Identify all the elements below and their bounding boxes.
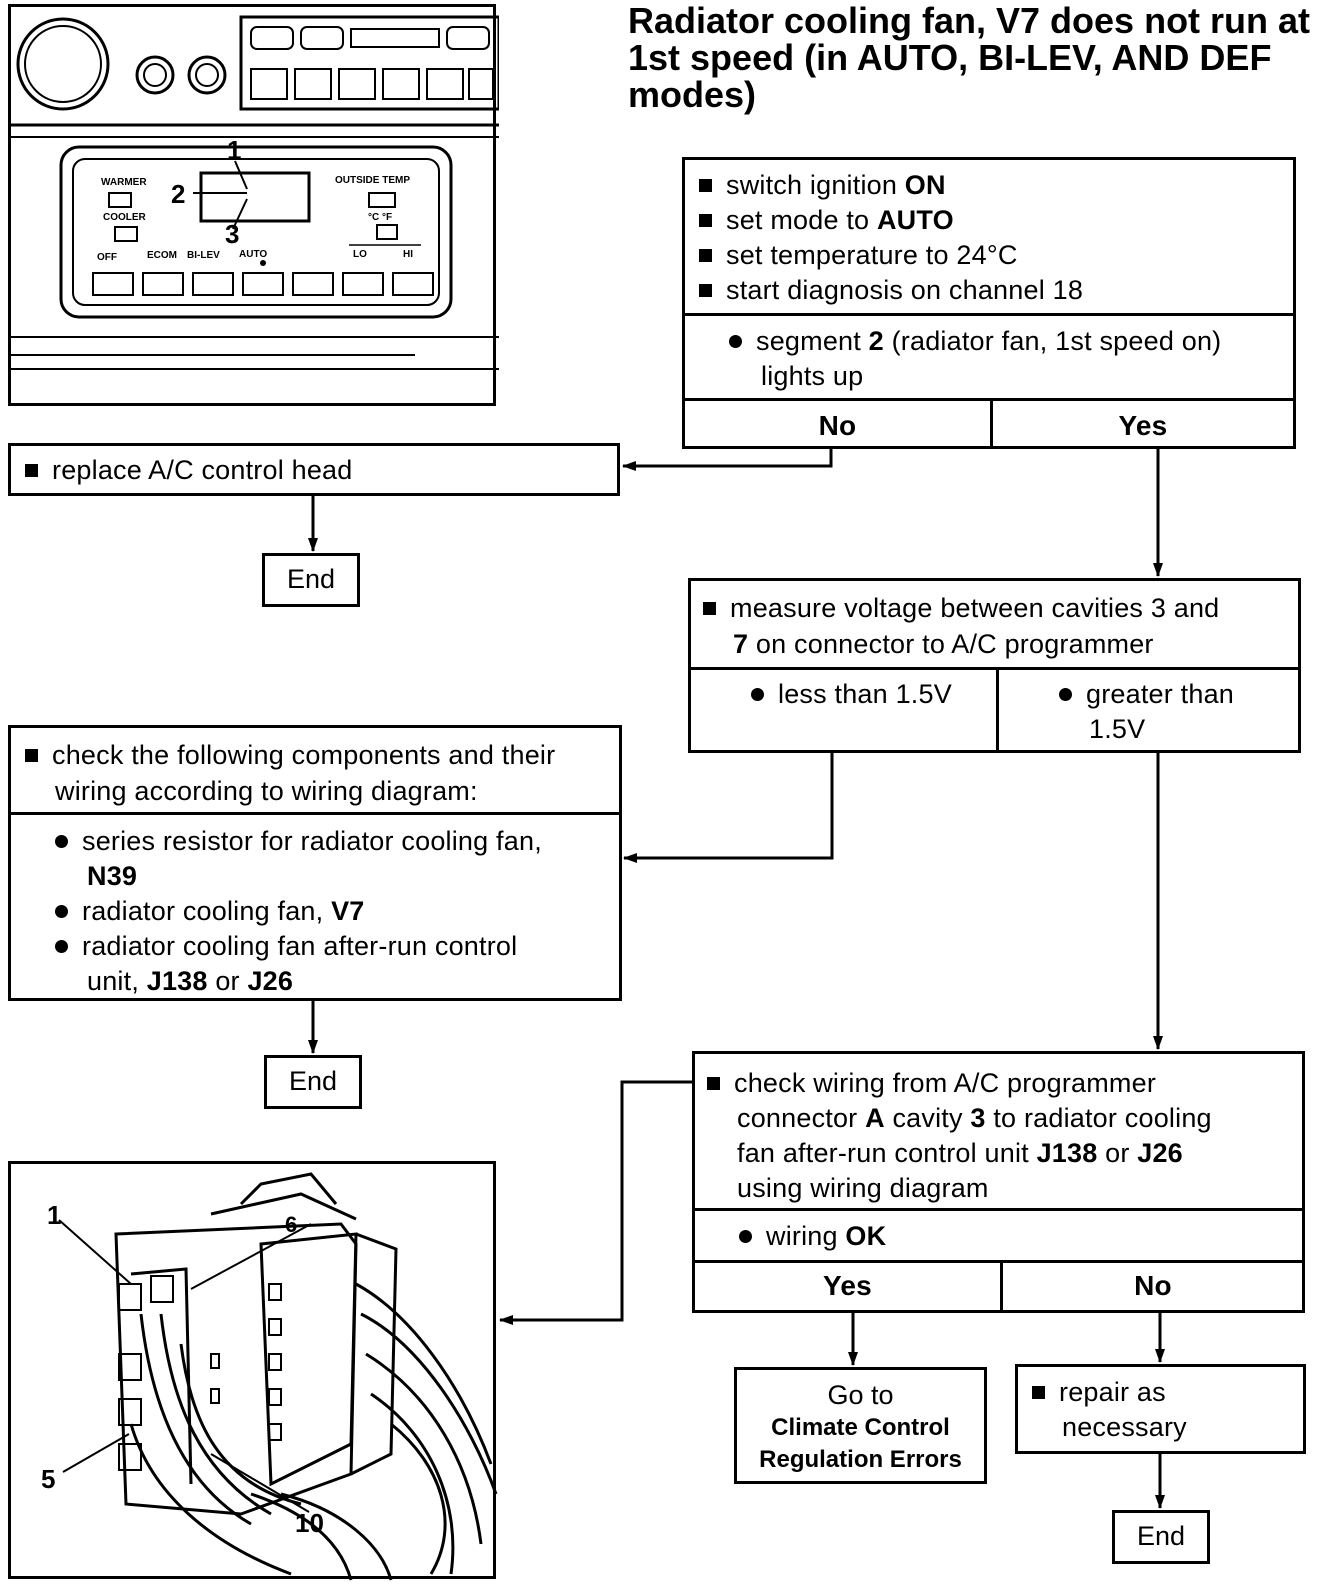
goto-box: Go to Climate Control Regulation Errors [734, 1367, 987, 1484]
label-off: OFF [97, 252, 117, 263]
connector-callout-5: 5 [41, 1464, 56, 1494]
step1-yes: Yes [1118, 410, 1168, 441]
connector-figure: 1 6 5 10 [8, 1161, 498, 1581]
end-box-3: End [1112, 1510, 1210, 1564]
connector-callout-1: 1 [47, 1200, 62, 1230]
round-bullet-icon [729, 335, 742, 348]
round-bullet-icon [1059, 688, 1072, 701]
callout-2: 2 [171, 179, 186, 209]
step1-condition-cont: lights up [761, 361, 864, 391]
replace-text: replace A/C control head [52, 455, 353, 485]
control-head-figure: 1 2 3 WARMER COOLER OUTSIDE TEMP °C °F O… [8, 4, 499, 406]
connector-callout-10: 10 [295, 1508, 324, 1538]
label-outside-temp: OUTSIDE TEMP [335, 175, 411, 186]
connector-callout-6: 6 [285, 1212, 298, 1237]
label-lo: LO [353, 249, 367, 260]
callout-3: 3 [225, 219, 240, 249]
square-bullet-icon [707, 1077, 720, 1090]
round-bullet-icon [55, 835, 68, 848]
label-econ: ECOM [147, 250, 177, 261]
step2-line1: measure voltage between cavities 3 and [730, 593, 1220, 623]
step2-line2: on connector to A/C programmer [748, 629, 1154, 659]
square-bullet-icon [25, 749, 38, 762]
control-head-drawing [11, 15, 499, 370]
replace-box: replace A/C control head [8, 443, 620, 496]
goto-line3: Regulation Errors [759, 1446, 962, 1473]
step2-greater-value: 1.5V [1089, 714, 1146, 744]
step3-yes: Yes [823, 1270, 872, 1301]
end-box-1: End [262, 553, 360, 607]
end-box-2: End [264, 1055, 362, 1109]
step3-no: No [1134, 1270, 1172, 1301]
step2-box: measure voltage between cavities 3 and 7… [688, 578, 1301, 753]
step3-box: check wiring from A/C programmer connect… [692, 1051, 1305, 1313]
step1-box: switch ignition ON set mode to AUTO set … [682, 157, 1296, 449]
label-bi-lev: BI-LEV [187, 250, 220, 261]
goto-line1: Go to [827, 1380, 894, 1410]
label-hi: HI [403, 249, 413, 260]
step1-bullet-4: start diagnosis on channel 18 [699, 273, 1083, 308]
connector-drawing [58, 1172, 498, 1581]
square-bullet-icon [699, 249, 712, 262]
round-bullet-icon [739, 1230, 752, 1243]
round-bullet-icon [55, 905, 68, 918]
round-bullet-icon [751, 688, 764, 701]
goto-line2: Climate Control [771, 1414, 950, 1441]
step1-no: No [818, 410, 857, 441]
step2-greater: greater than [1086, 679, 1234, 709]
callout-1: 1 [227, 135, 242, 165]
label-warmer: WARMER [101, 177, 147, 188]
step1-bullet-1: switch ignition ON [699, 168, 946, 203]
label-temp-unit: °C °F [368, 212, 393, 223]
repair-box: repair as necessary [1015, 1364, 1306, 1454]
step1-condition: segment 2 (radiator fan, 1st speed on) [729, 324, 1221, 359]
label-cooler: COOLER [103, 212, 146, 223]
square-bullet-icon [699, 214, 712, 227]
square-bullet-icon [703, 602, 716, 615]
square-bullet-icon [699, 284, 712, 297]
check-components-box: check the following components and their… [8, 725, 622, 1001]
step1-bullet-3: set temperature to 24°C [699, 238, 1018, 273]
round-bullet-icon [55, 940, 68, 953]
square-bullet-icon [1032, 1386, 1045, 1399]
page-title: Radiator cooling fan, V7 does not run at… [628, 0, 1311, 115]
label-auto: AUTO [239, 249, 268, 260]
step1-bullet-2: set mode to AUTO [699, 203, 954, 238]
square-bullet-icon [699, 179, 712, 192]
step2-less: less than 1.5V [778, 679, 952, 709]
square-bullet-icon [25, 464, 38, 477]
